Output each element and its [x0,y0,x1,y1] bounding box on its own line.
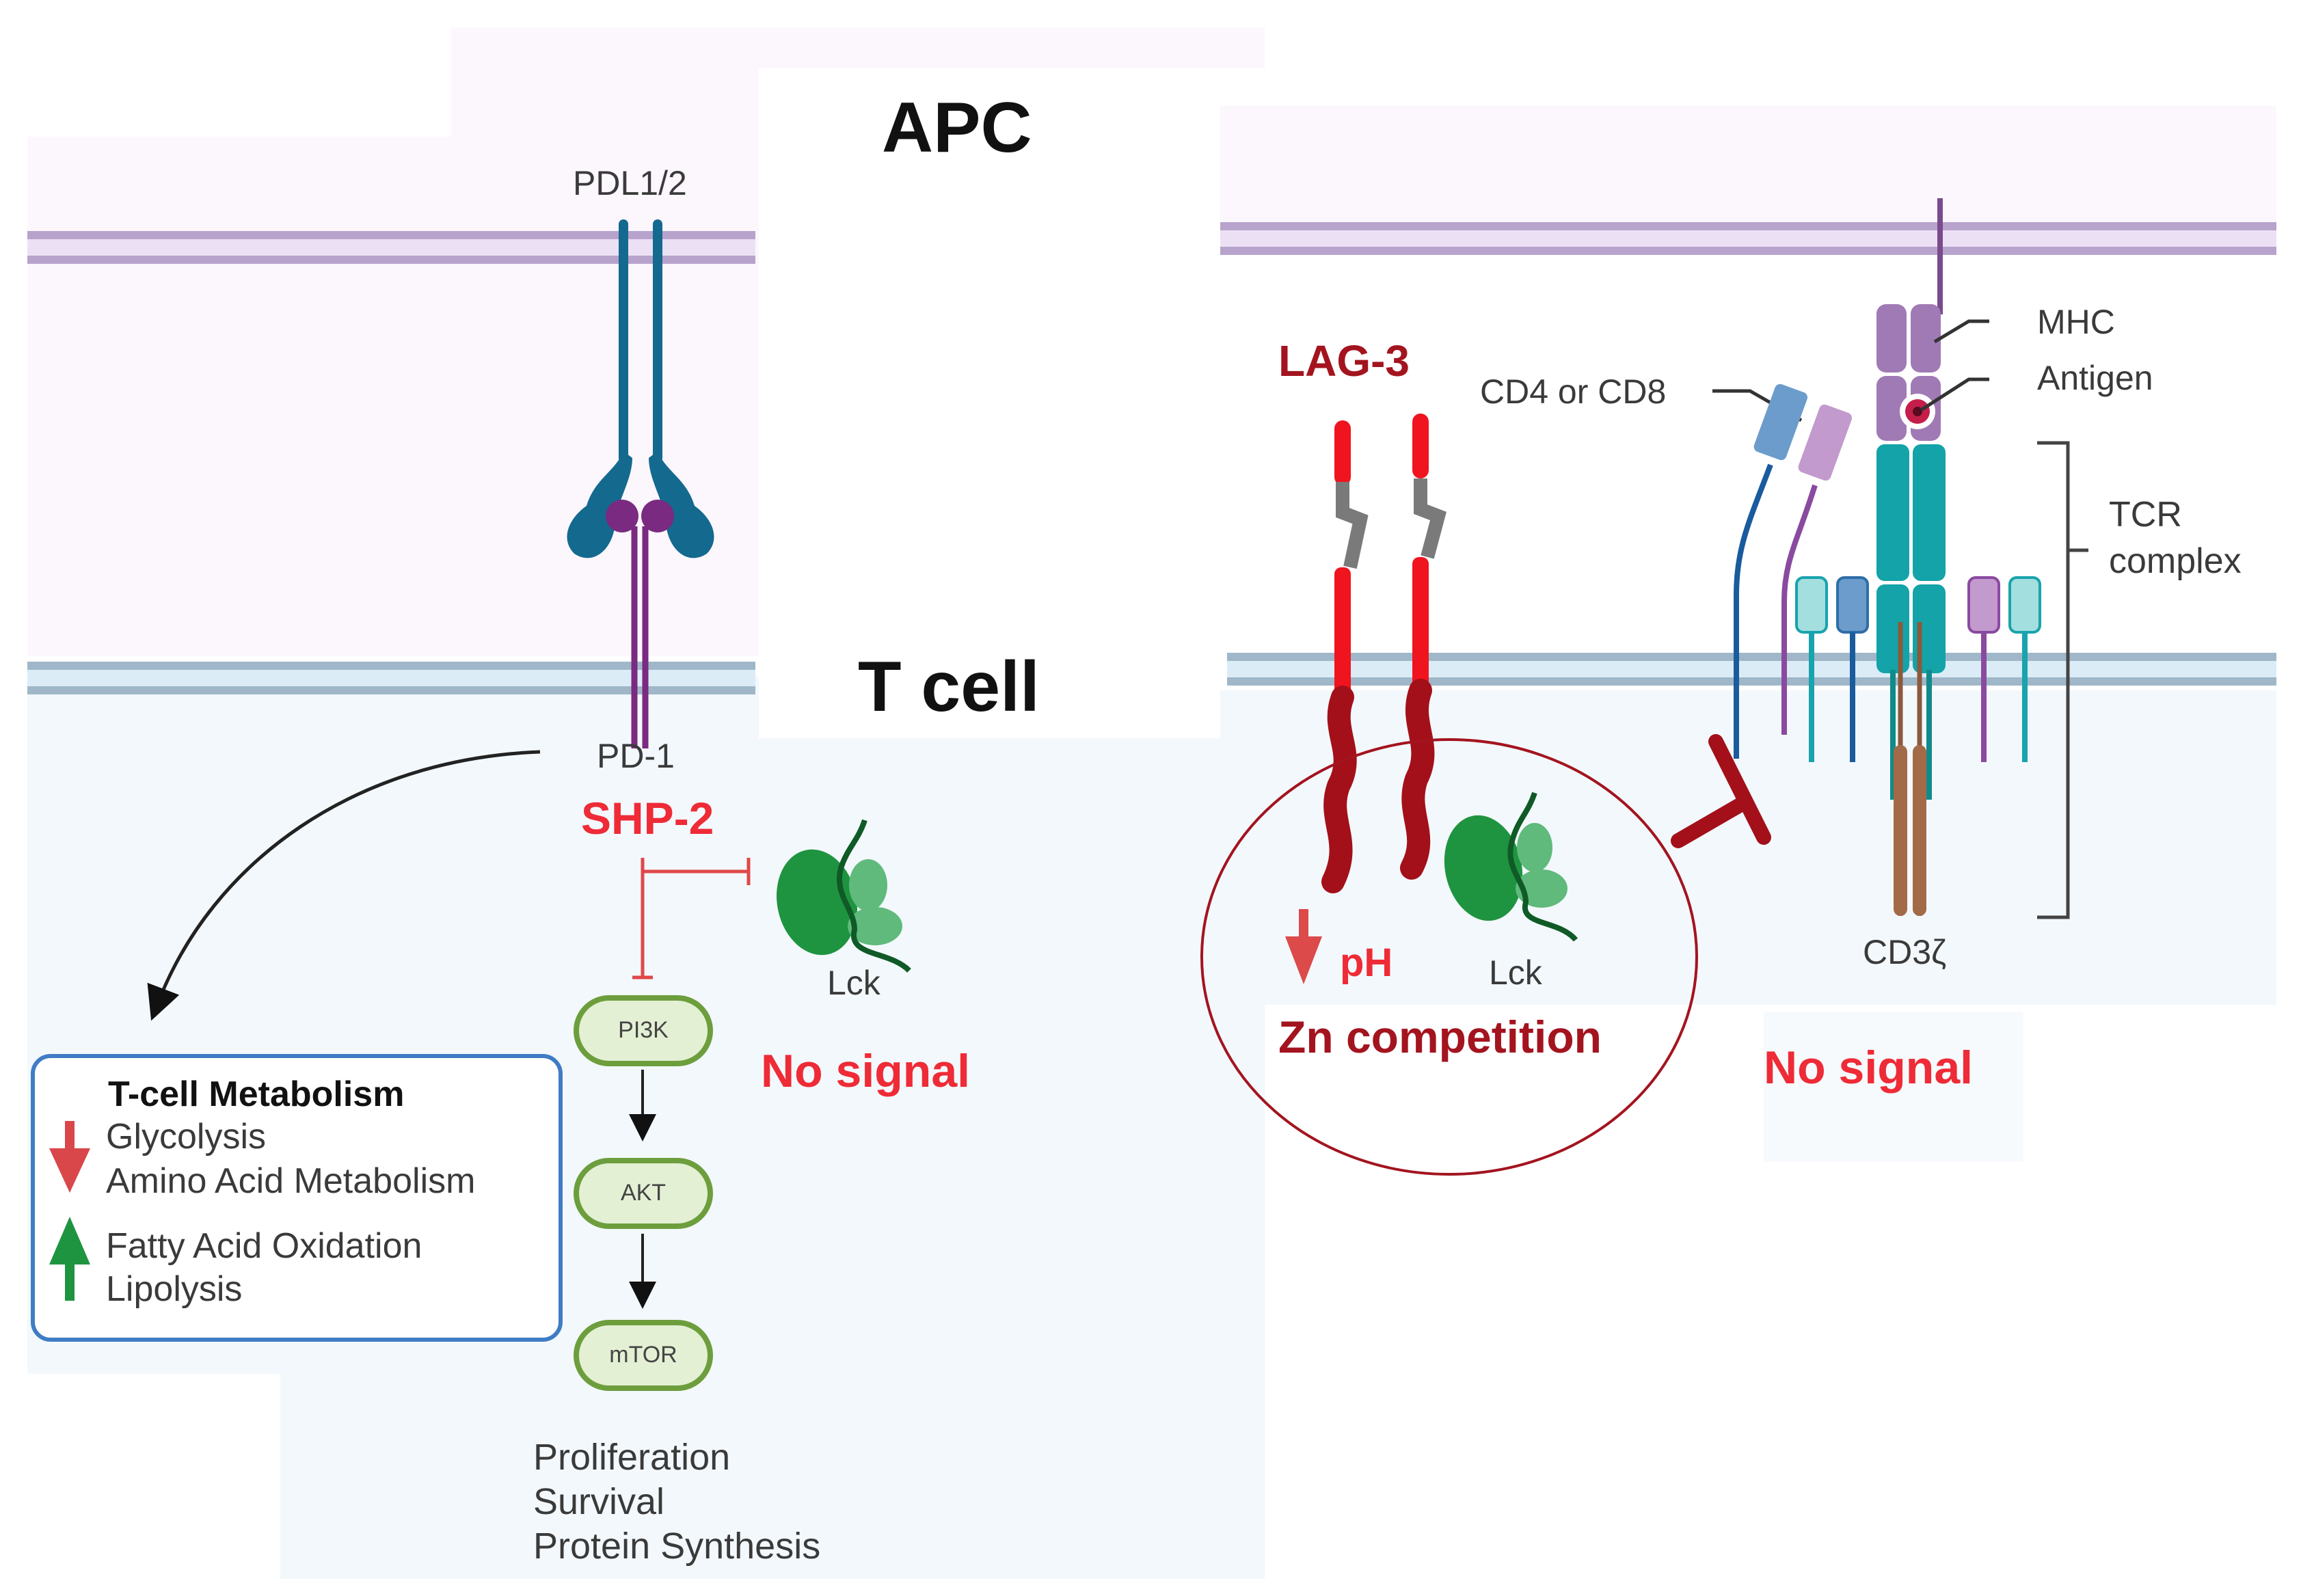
pathway-node-pi3k: PI3K [574,995,713,1066]
zn-competition-circle [1200,738,1698,1176]
apc-region-right [1220,106,2276,239]
tcr-complex-bracket [2037,441,2088,919]
tcell-membrane-right [1227,653,2276,686]
ph-down-arrow-icon [1285,909,1322,984]
metabolism-down-amino-acid: Amino Acid Metabolism [106,1161,475,1201]
antigen-label: Antigen [2037,359,2153,397]
pdl-label: PDL1/2 [573,164,687,202]
mhc-label: MHC [2037,303,2115,341]
antigen-icon [1900,394,1935,429]
tcell-region-right [1220,690,2276,1005]
apc-header-strip [451,27,1265,68]
shp2-label: SHP-2 [581,793,714,843]
cd3-subunits-icon [1795,576,2041,762]
cd4-cd8-coreceptor-icon [1734,383,1853,759]
cd3-zeta-icon [1894,622,1926,916]
up-arrow-icon [49,1217,90,1301]
metabolism-box: T-cell Metabolism Glycolysis Amino Acid … [31,1054,563,1342]
apc-header-blank [27,27,451,137]
tcr-label-line1: TCR [2109,495,2182,535]
inhibition-bar-icon [1671,734,1771,848]
mhc-leader-line [1920,319,1989,412]
svg-text:mTOR: mTOR [609,1342,677,1368]
pd1-receptor-icon [606,500,674,748]
down-arrow-icon [49,1121,90,1193]
lck-kinase-icon-right [1444,792,1578,942]
metabolism-up-lipolysis: Lipolysis [106,1269,242,1309]
pathway-node-mtor: mTOR [574,1320,713,1391]
shp2-inhibition-lines [632,858,751,979]
metabolism-down-glycolysis: Glycolysis [106,1117,266,1157]
cd3z-label: CD3ζ [1863,933,1946,971]
tcell-blank-right [1764,1012,2023,1162]
outcome-protein-synthesis: Protein Synthesis [533,1526,820,1567]
no-signal-left: No signal [761,1045,970,1097]
apc-blank-right [759,68,1169,684]
tcr-label-line2: complex [2109,541,2242,581]
lck-kinase-icon-left [776,819,911,973]
svg-text:AKT: AKT [621,1180,666,1206]
lag3-receptor-icon [1321,414,1446,893]
apc-membrane-left [27,231,755,264]
metabolism-title: T-cell Metabolism [108,1074,404,1114]
curved-arrow [147,750,541,1021]
cd4-cd8-label: CD4 or CD8 [1480,373,1666,411]
lck-label-right: Lck [1489,953,1543,992]
svg-text:PI3K: PI3K [618,1017,669,1043]
tcell-label: T cell [858,647,1040,727]
pdl-ligand-icon [567,219,714,558]
tcell-blank-top [759,656,1265,738]
outcome-proliferation: Proliferation [533,1437,730,1478]
lck-label-left: Lck [827,964,881,1002]
no-signal-right: No signal [1764,1042,1973,1094]
tcell-blank-bottom [27,1374,280,1579]
apc-label: APC [882,88,1032,167]
apc-membrane-right [1220,222,2276,255]
pd1-label: PD-1 [597,737,675,775]
pathway-node-akt: AKT [574,1158,713,1229]
zn-competition-label: Zn competition [1278,1012,1602,1062]
ph-label: pH [1340,941,1392,985]
outcome-survival: Survival [533,1481,664,1522]
metabolism-up-fatty-acid: Fatty Acid Oxidation [106,1226,422,1266]
lag3-label: LAG-3 [1278,336,1410,386]
